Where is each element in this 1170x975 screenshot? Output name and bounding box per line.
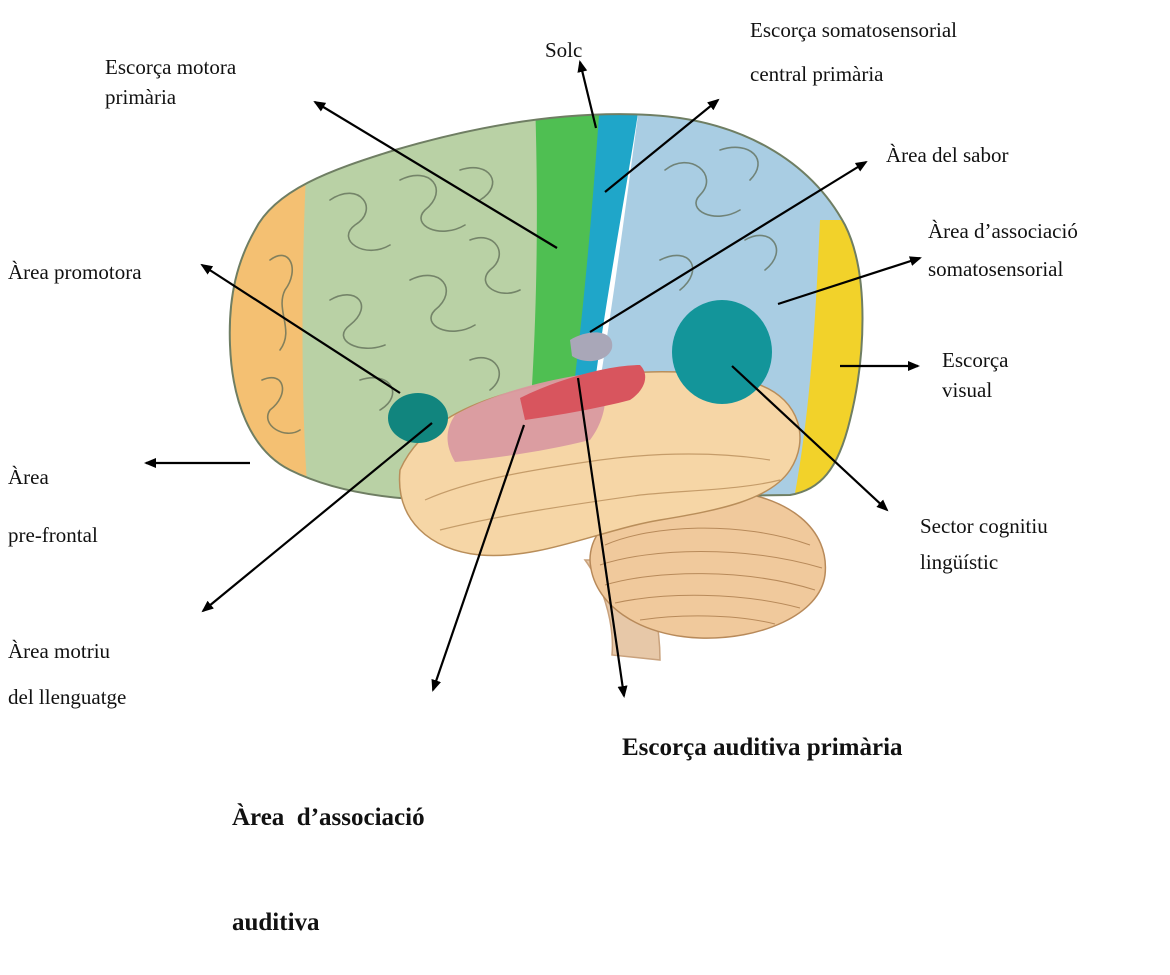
label-visual-line1: Escorça <box>942 345 1008 375</box>
label-promotora: Àrea promotora <box>8 250 142 294</box>
label-motriu: Àrea motriu del llenguatge <box>8 628 126 720</box>
label-sabor: Àrea del sabor <box>886 133 1008 177</box>
label-motora: Escorça motora primària <box>105 52 236 112</box>
label-assoc-somato: Àrea d’associació somatosensorial <box>928 212 1078 288</box>
label-assoc-somato-line2: somatosensorial <box>928 250 1078 288</box>
label-motora-line2: primària <box>105 82 236 112</box>
label-somatosensorial: Escorça somatosensorial central primària <box>750 8 957 96</box>
label-solc: Solc <box>545 28 582 72</box>
label-prefrontal-line2: pre-frontal <box>8 506 98 564</box>
label-assoc-auditiva-line2: auditiva <box>232 905 425 940</box>
label-assoc-auditiva: Àrea d’associació auditiva <box>232 730 425 975</box>
label-motora-line1: Escorça motora <box>105 52 236 82</box>
label-cognitiu-line2: lingüístic <box>920 544 1048 580</box>
label-assoc-auditiva-line1: Àrea d’associació <box>232 800 425 835</box>
label-visual: Escorça visual <box>942 345 1008 405</box>
prefrontal-region <box>200 100 320 520</box>
label-auditiva-primaria: Escorça auditiva primària <box>622 730 903 765</box>
label-assoc-somato-line1: Àrea d’associació <box>928 212 1078 250</box>
label-motriu-line2: del llenguatge <box>8 674 126 720</box>
label-cognitiu: Sector cognitiu lingüístic <box>920 508 1048 580</box>
label-prefrontal-line1: Àrea <box>8 448 98 506</box>
label-cognitiu-line1: Sector cognitiu <box>920 508 1048 544</box>
label-somatosensorial-line1: Escorça somatosensorial <box>750 8 957 52</box>
label-prefrontal: Àrea pre-frontal <box>8 448 98 564</box>
label-visual-line2: visual <box>942 375 1008 405</box>
label-motriu-line1: Àrea motriu <box>8 628 126 674</box>
label-somatosensorial-line2: central primària <box>750 52 957 96</box>
